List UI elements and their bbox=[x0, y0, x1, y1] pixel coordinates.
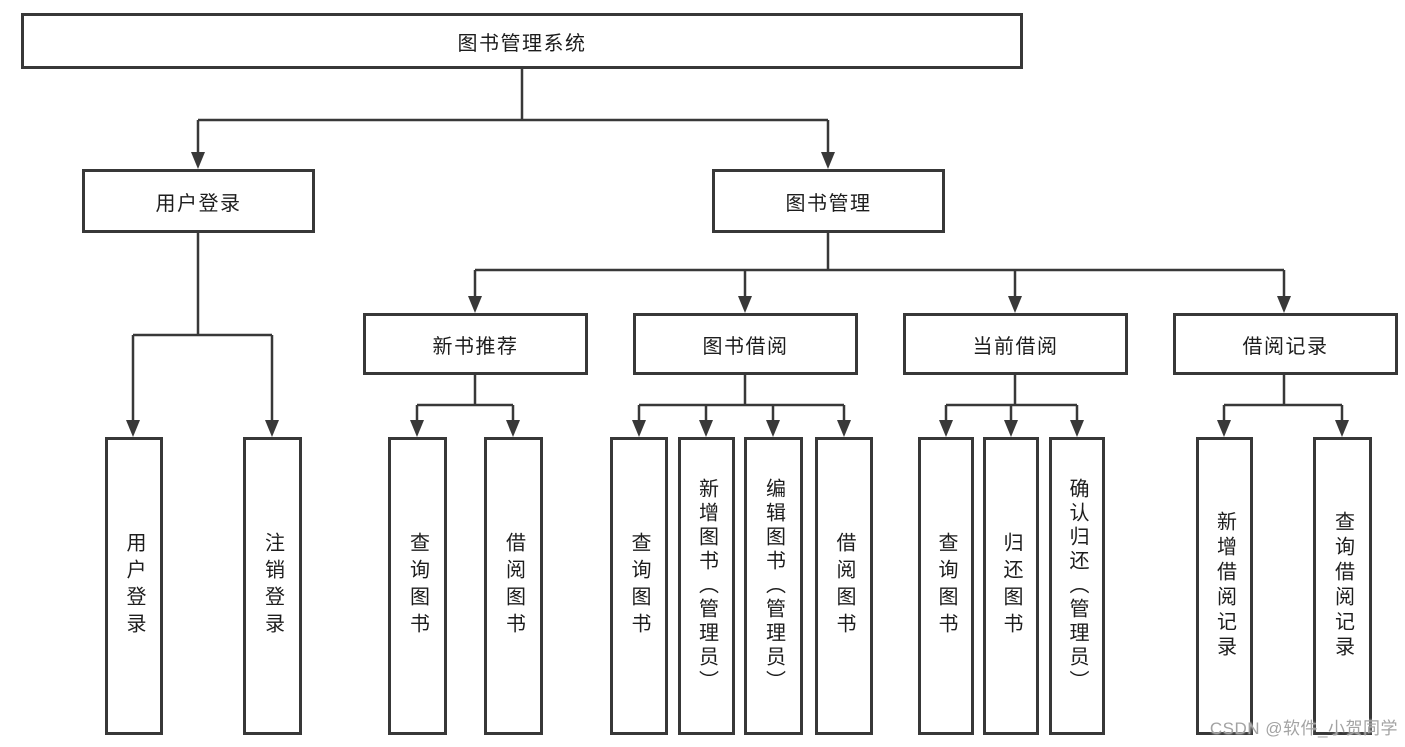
node-label: 归还图书 bbox=[1000, 532, 1022, 640]
node-leaf-query-borrow-record: 查询借阅记录 bbox=[1313, 437, 1372, 735]
node-label: 注销登录 bbox=[261, 532, 284, 640]
node-label: 借阅图书 bbox=[502, 532, 525, 640]
node-leaf-query-books-2: 查询图书 bbox=[610, 437, 668, 735]
node-leaf-return-books: 归还图书 bbox=[983, 437, 1039, 735]
node-new-book-recommendation: 新书推荐 bbox=[363, 313, 588, 375]
node-library-management-system: 图书管理系统 bbox=[21, 13, 1023, 69]
node-label: 查询图书 bbox=[628, 532, 650, 640]
node-leaf-logout: 注销登录 bbox=[243, 437, 302, 735]
node-book-borrowing: 图书借阅 bbox=[633, 313, 858, 375]
csdn-watermark: CSDN @软件_小贺同学 bbox=[1209, 719, 1398, 738]
node-leaf-user-login: 用户登录 bbox=[105, 437, 163, 735]
node-leaf-query-books-3: 查询图书 bbox=[918, 437, 974, 735]
node-label: 用户登录 bbox=[123, 532, 145, 640]
node-label: 用户登录 bbox=[155, 192, 242, 215]
node-leaf-edit-books-admin: 编辑图书（管理员） bbox=[744, 437, 803, 735]
node-label: 查询借阅记录 bbox=[1331, 511, 1354, 661]
node-label: 图书管理 bbox=[785, 192, 872, 215]
node-user-login: 用户登录 bbox=[82, 169, 315, 233]
node-leaf-query-books-1: 查询图书 bbox=[388, 437, 447, 735]
node-leaf-borrow-books-2: 借阅图书 bbox=[815, 437, 873, 735]
node-label: 新增借阅记录 bbox=[1213, 511, 1236, 661]
node-label: 编辑图书（管理员） bbox=[762, 478, 785, 694]
node-leaf-confirm-return-admin: 确认归还（管理员） bbox=[1049, 437, 1105, 735]
node-label: 借阅记录 bbox=[1242, 335, 1329, 358]
node-borrowing-records: 借阅记录 bbox=[1173, 313, 1398, 375]
node-leaf-add-borrow-record: 新增借阅记录 bbox=[1196, 437, 1253, 735]
arrowhead-icon bbox=[126, 152, 1349, 437]
node-label: 新增图书（管理员） bbox=[695, 478, 718, 694]
node-label: 借阅图书 bbox=[833, 532, 855, 640]
node-label: 图书借阅 bbox=[702, 335, 789, 358]
node-leaf-borrow-books-1: 借阅图书 bbox=[484, 437, 543, 735]
node-current-borrowing: 当前借阅 bbox=[903, 313, 1128, 375]
node-book-management: 图书管理 bbox=[712, 169, 945, 233]
node-label: 确认归还（管理员） bbox=[1066, 478, 1088, 694]
node-label: 新书推荐 bbox=[432, 335, 519, 358]
node-label: 当前借阅 bbox=[972, 335, 1059, 358]
node-label: 查询图书 bbox=[406, 532, 429, 640]
node-label: 查询图书 bbox=[935, 532, 957, 640]
node-label: 图书管理系统 bbox=[457, 32, 587, 55]
node-leaf-add-books-admin: 新增图书（管理员） bbox=[678, 437, 735, 735]
